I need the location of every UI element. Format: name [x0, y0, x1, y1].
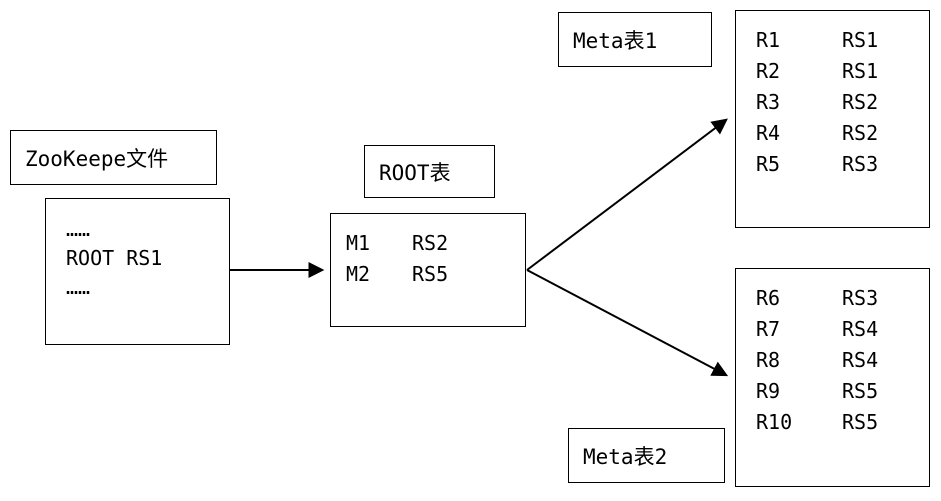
meta2-row: R10 RS5 — [756, 407, 929, 438]
zookeeper-file-label-box: ZooKeepe文件 — [10, 130, 217, 185]
meta-table-1-label: Meta表1 — [573, 28, 658, 53]
meta1-row-value: RS3 — [842, 152, 879, 176]
meta2-row-value: RS5 — [842, 410, 879, 434]
meta2-row-key: R8 — [756, 348, 781, 372]
root-table-row: M1 RS2 — [346, 228, 525, 259]
meta2-row: R7 RS4 — [756, 314, 929, 345]
root-table-content-box: M1 RS2 M2 RS5 — [330, 213, 526, 327]
root-table-label-box: ROOT表 — [364, 145, 495, 198]
meta2-row-value: RS5 — [842, 379, 879, 403]
zookeeper-file-label: ZooKeepe文件 — [25, 146, 169, 171]
meta2-row: R9 RS5 — [756, 376, 929, 407]
meta1-row-key: R1 — [756, 28, 781, 52]
meta-table-1-label-box: Meta表1 — [558, 12, 712, 67]
meta1-row: R4 RS2 — [756, 118, 929, 149]
meta2-row-value: RS4 — [842, 348, 879, 372]
meta2-row-key: R6 — [756, 286, 781, 310]
meta1-row-key: R2 — [756, 59, 781, 83]
root-row-key: M2 — [346, 262, 371, 286]
meta-table-2-content-box: R6 RS3 R7 RS4 R8 RS4 R9 RS5 R10 RS5 — [735, 268, 930, 487]
meta1-row-value: RS2 — [842, 121, 879, 145]
meta1-row: R5 RS3 — [756, 149, 929, 180]
meta2-row-value: RS4 — [842, 317, 879, 341]
meta2-row-value: RS3 — [842, 286, 879, 310]
meta1-row-key: R4 — [756, 121, 781, 145]
meta1-row-key: R3 — [756, 90, 781, 114]
root-table-row: M2 RS5 — [346, 259, 525, 290]
zookeeper-line-ellipsis-bottom: …… — [66, 275, 91, 299]
root-table-label: ROOT表 — [379, 160, 451, 185]
meta1-row-value: RS2 — [842, 90, 879, 114]
meta1-row: R3 RS2 — [756, 87, 929, 118]
meta2-row-key: R10 — [756, 410, 793, 434]
zookeeper-line-ellipsis-top: …… — [66, 217, 91, 241]
zookeeper-line-root-rs1: ROOT RS1 — [66, 246, 163, 270]
zookeeper-content-box: …… ROOT RS1 …… — [45, 198, 230, 345]
meta1-row: R1 RS1 — [756, 25, 929, 56]
arrow-root-to-meta1 — [526, 118, 728, 271]
meta-table-1-content-box: R1 RS1 R2 RS1 R3 RS2 R4 RS2 R5 RS3 — [735, 10, 930, 228]
meta-table-2-label: Meta表2 — [583, 444, 668, 469]
meta2-row: R8 RS4 — [756, 345, 929, 376]
meta1-row-value: RS1 — [842, 28, 879, 52]
meta2-row-key: R9 — [756, 379, 781, 403]
arrow-root-to-meta2 — [526, 269, 729, 377]
root-row-value: RS5 — [412, 262, 449, 286]
meta1-row-key: R5 — [756, 152, 781, 176]
meta1-row-value: RS1 — [842, 59, 879, 83]
meta2-row: R6 RS3 — [756, 283, 929, 314]
root-row-key: M1 — [346, 231, 371, 255]
meta1-row: R2 RS1 — [756, 56, 929, 87]
meta2-row-key: R7 — [756, 317, 781, 341]
meta-table-2-label-box: Meta表2 — [568, 428, 725, 483]
root-row-value: RS2 — [412, 231, 449, 255]
